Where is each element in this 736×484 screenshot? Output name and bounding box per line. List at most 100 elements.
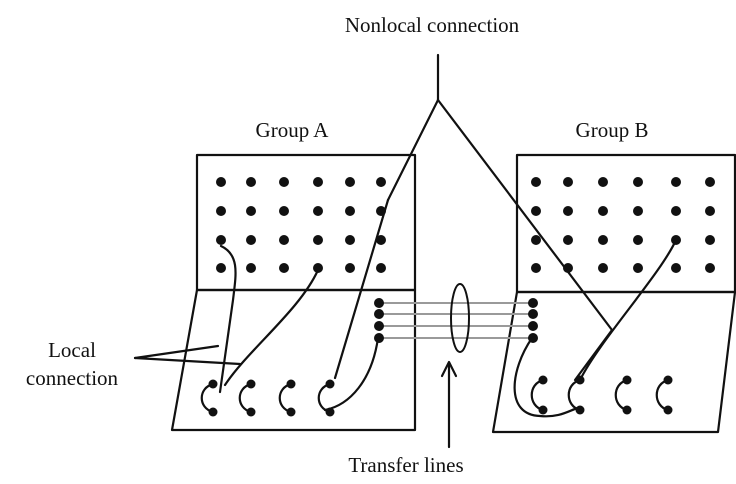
group-a-unit — [216, 263, 226, 273]
group-a-unit — [246, 206, 256, 216]
unit-loop-b2 — [567, 378, 582, 412]
group-a-unit — [376, 177, 386, 187]
unit-loop-b4 — [655, 378, 670, 412]
group-b-units — [531, 177, 715, 273]
group-a-unit — [216, 177, 226, 187]
group-b-unit — [531, 263, 541, 273]
transfer-arrow-head — [440, 360, 458, 378]
local-connection-wire-2 — [223, 268, 320, 387]
group-b-unit — [563, 206, 573, 216]
transfer-terminal-b — [528, 333, 538, 343]
bottom-unit-terminal — [325, 379, 335, 389]
group-b-unit — [671, 235, 681, 245]
group-a-unit — [216, 235, 226, 245]
transfer-terminal-a — [374, 333, 384, 343]
bottom-unit-terminal — [286, 407, 296, 417]
bottom-unit-terminal — [246, 379, 256, 389]
bottom-unit-terminal — [286, 379, 296, 389]
group-b-unit — [705, 177, 715, 187]
group-a-unit — [216, 206, 226, 216]
local-pointer-2 — [133, 356, 242, 366]
bottom-unit-terminal — [208, 407, 218, 417]
group-a-unit — [313, 177, 323, 187]
group-b-unit — [598, 263, 608, 273]
transfer-terminal-b — [528, 321, 538, 331]
bottom-unit-terminal — [663, 405, 673, 415]
group-a-units — [216, 177, 386, 273]
group-b-unit — [705, 235, 715, 245]
bottom-unit-terminal — [575, 405, 585, 415]
group-b-unit — [705, 206, 715, 216]
group-b-unit — [633, 263, 643, 273]
local-connection-label-line1: Local — [48, 338, 96, 362]
group-a-unit — [345, 263, 355, 273]
transfer-terminal-b — [528, 298, 538, 308]
group-a-unit — [345, 177, 355, 187]
group-b-unit — [598, 235, 608, 245]
transfer-terminal-a — [374, 309, 384, 319]
group-a-unit — [345, 235, 355, 245]
bottom-unit-terminals — [208, 375, 673, 417]
group-a-unit — [279, 177, 289, 187]
bottom-unit-terminal — [208, 379, 218, 389]
group-a-unit — [313, 235, 323, 245]
bottom-unit-terminal — [622, 375, 632, 385]
group-b-unit — [633, 235, 643, 245]
nonlocal-wire-a — [333, 198, 390, 380]
group-b-unit — [633, 206, 643, 216]
group-b-unit — [671, 177, 681, 187]
transfer-terminals — [374, 298, 538, 343]
group-b-unit — [671, 206, 681, 216]
group-a-unit — [376, 206, 386, 216]
group-a-unit — [246, 235, 256, 245]
transfer-wire-a — [323, 336, 380, 412]
group-a-unit — [376, 235, 386, 245]
group-a-unit — [376, 263, 386, 273]
group-b-unit — [531, 235, 541, 245]
group-a-unit — [313, 206, 323, 216]
local-wire-b — [578, 238, 678, 382]
local-pointer-1 — [133, 344, 220, 360]
unit-loop-a3 — [278, 382, 293, 414]
nonlocal-branch-b — [436, 98, 614, 332]
unit-loop-a2 — [238, 382, 253, 414]
group-a-unit — [279, 206, 289, 216]
transfer-bundle-ellipse — [450, 283, 470, 353]
group-b-unit — [531, 177, 541, 187]
group-b-label: Group B — [576, 118, 649, 142]
transfer-terminal-b — [528, 309, 538, 319]
group-a-unit — [345, 206, 355, 216]
unit-loop-b1 — [530, 378, 545, 412]
group-b-upper-panel — [515, 153, 736, 294]
bottom-unit-terminal — [325, 407, 335, 417]
group-b-unit — [671, 263, 681, 273]
transfer-terminal-a — [374, 298, 384, 308]
group-b-unit — [705, 263, 715, 273]
group-b-unit — [563, 263, 573, 273]
group-a-unit — [246, 177, 256, 187]
local-connection-label-line2: connection — [26, 366, 119, 390]
bottom-unit-terminal — [663, 375, 673, 385]
bottom-unit-terminal — [246, 407, 256, 417]
unit-loop-a4 — [317, 382, 332, 414]
group-b-unit — [563, 177, 573, 187]
nonlocal-connection-label: Nonlocal connection — [345, 13, 520, 37]
unit-loop-b3 — [614, 378, 629, 412]
transfer-lines-label: Transfer lines — [348, 453, 463, 477]
bottom-unit-terminal — [538, 375, 548, 385]
group-a-unit — [279, 263, 289, 273]
group-a-label: Group A — [256, 118, 330, 142]
group-b-lower-panel — [491, 290, 736, 434]
local-connection-wire-1 — [218, 244, 237, 394]
group-b-unit — [531, 206, 541, 216]
transfer-wire-b — [513, 336, 580, 418]
unit-loop-a1 — [200, 382, 215, 414]
transfer-terminal-a — [374, 321, 384, 331]
bottom-unit-terminal — [622, 405, 632, 415]
group-b-unit — [633, 177, 643, 187]
transfer-lines — [380, 302, 533, 339]
nonlocal-branch-a — [386, 98, 440, 202]
group-a-unit — [279, 235, 289, 245]
